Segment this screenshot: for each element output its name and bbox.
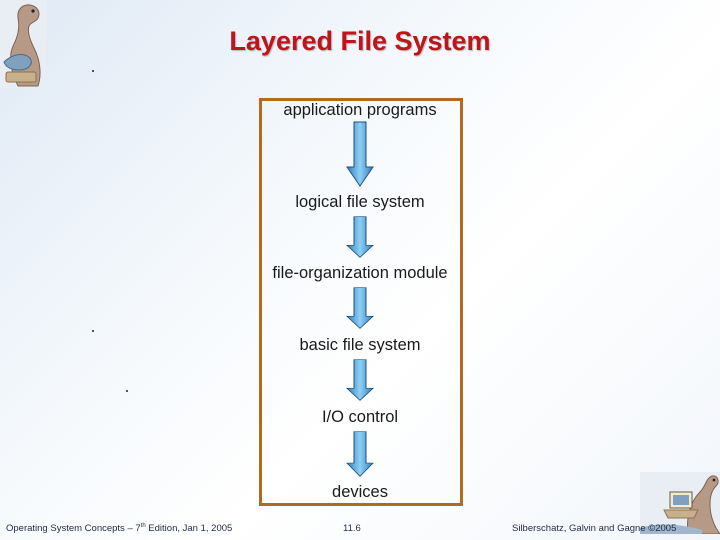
decor-dot: [92, 70, 94, 72]
footer-slide-number: 11.6: [343, 523, 361, 534]
slide-title: Layered File System: [229, 26, 491, 56]
down-arrow-icon: [346, 359, 374, 401]
decor-dot: [126, 390, 128, 392]
layer-label-basic-file-system: basic file system: [299, 336, 421, 354]
down-arrow-icon: [346, 121, 374, 187]
dinosaur-laptop-icon: [640, 472, 720, 534]
footer-course-info: Operating System Concepts – 7th Edition,…: [6, 523, 232, 534]
footer-course-sup: th: [140, 523, 146, 529]
footer-course-prefix: Operating System Concepts – 7: [6, 523, 141, 535]
down-arrow-icon: [346, 431, 374, 477]
decor-dot: [92, 330, 94, 332]
down-arrow-icon: [346, 216, 374, 258]
layer-label-application-programs: application programs: [283, 101, 437, 119]
layer-label-logical-file-system: logical file system: [295, 193, 425, 211]
footer-copyright: Silberschatz, Galvin and Gagne ©2005: [512, 523, 677, 534]
down-arrow-icon: [346, 287, 374, 329]
footer-course-suffix: Edition, Jan 1, 2005: [145, 523, 233, 535]
layer-label-devices: devices: [332, 483, 388, 501]
layer-label-io-control: I/O control: [321, 408, 399, 426]
dinosaur-mascot-icon: [0, 0, 47, 88]
layer-stack-frame: [259, 98, 463, 506]
layer-label-file-organization-module: file-organization module: [272, 264, 448, 282]
